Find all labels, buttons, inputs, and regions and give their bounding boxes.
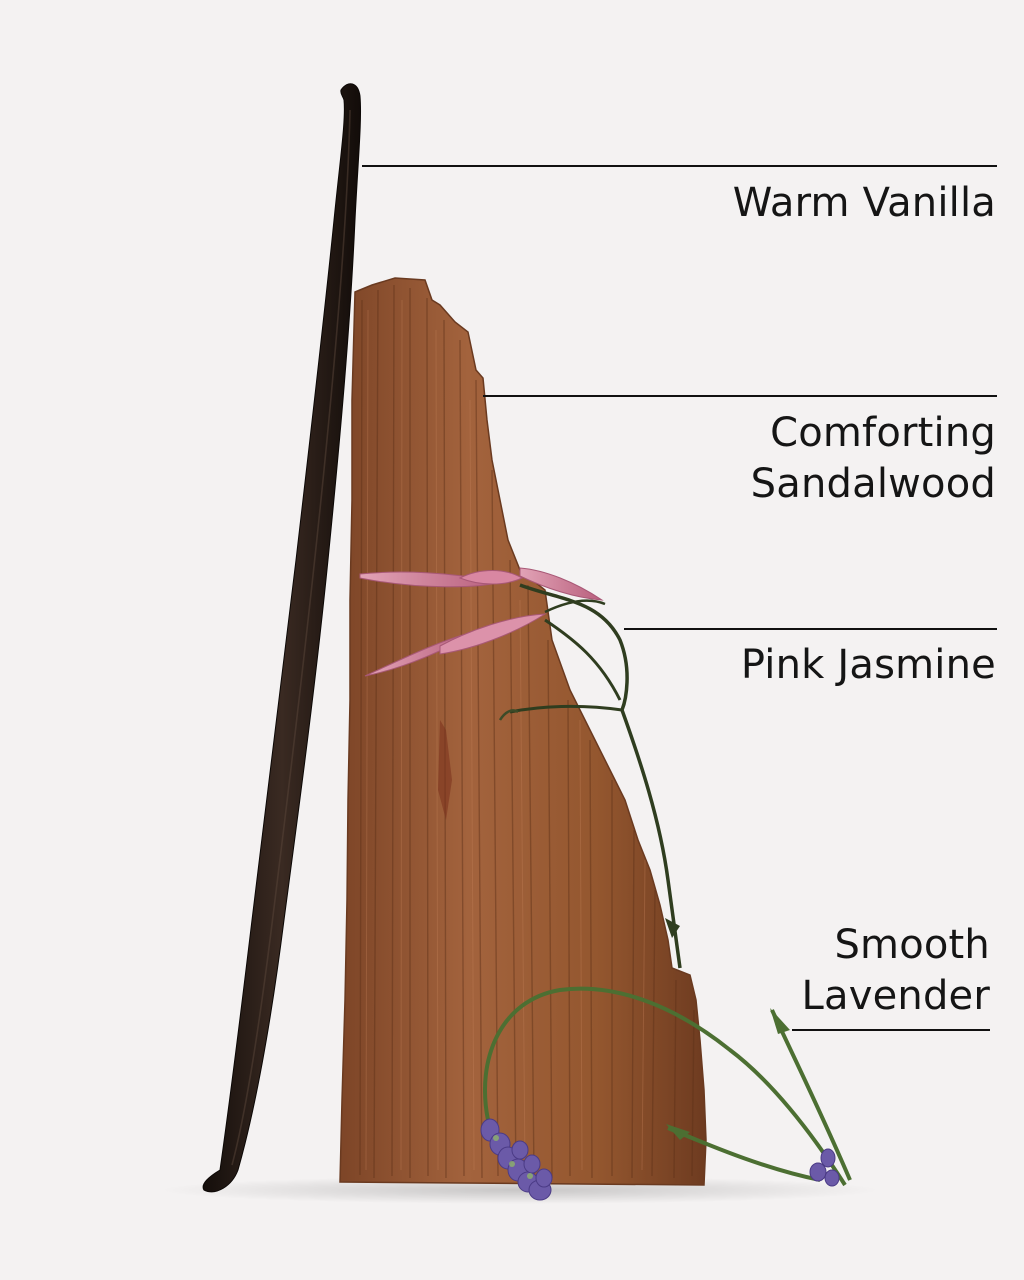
pink-jasmine-sprig bbox=[359, 567, 682, 969]
sandalwood-leader-line bbox=[483, 395, 997, 397]
lavender-label: Smooth Lavender bbox=[802, 920, 990, 1022]
vanilla-label: Warm Vanilla bbox=[733, 178, 996, 229]
vanilla-bean-pod bbox=[202, 83, 362, 1193]
lavender-sprig bbox=[480, 986, 852, 1201]
sandalwood-label-line1: Comforting bbox=[770, 410, 996, 456]
jasmine-label: Pink Jasmine bbox=[741, 640, 996, 691]
vanilla-label-text: Warm Vanilla bbox=[732, 180, 996, 226]
lavender-label-line1: Smooth bbox=[834, 922, 990, 968]
jasmine-label-text: Pink Jasmine bbox=[740, 642, 996, 688]
sandalwood-label: Comforting Sandalwood bbox=[751, 408, 996, 510]
lavender-label-line2: Lavender bbox=[801, 973, 990, 1019]
jasmine-leader-line bbox=[624, 628, 997, 630]
sandalwood-chunk bbox=[339, 277, 707, 1186]
sandalwood-label-line2: Sandalwood bbox=[750, 461, 996, 507]
vanilla-leader-line bbox=[362, 165, 997, 167]
lavender-leader-line bbox=[792, 1029, 990, 1031]
